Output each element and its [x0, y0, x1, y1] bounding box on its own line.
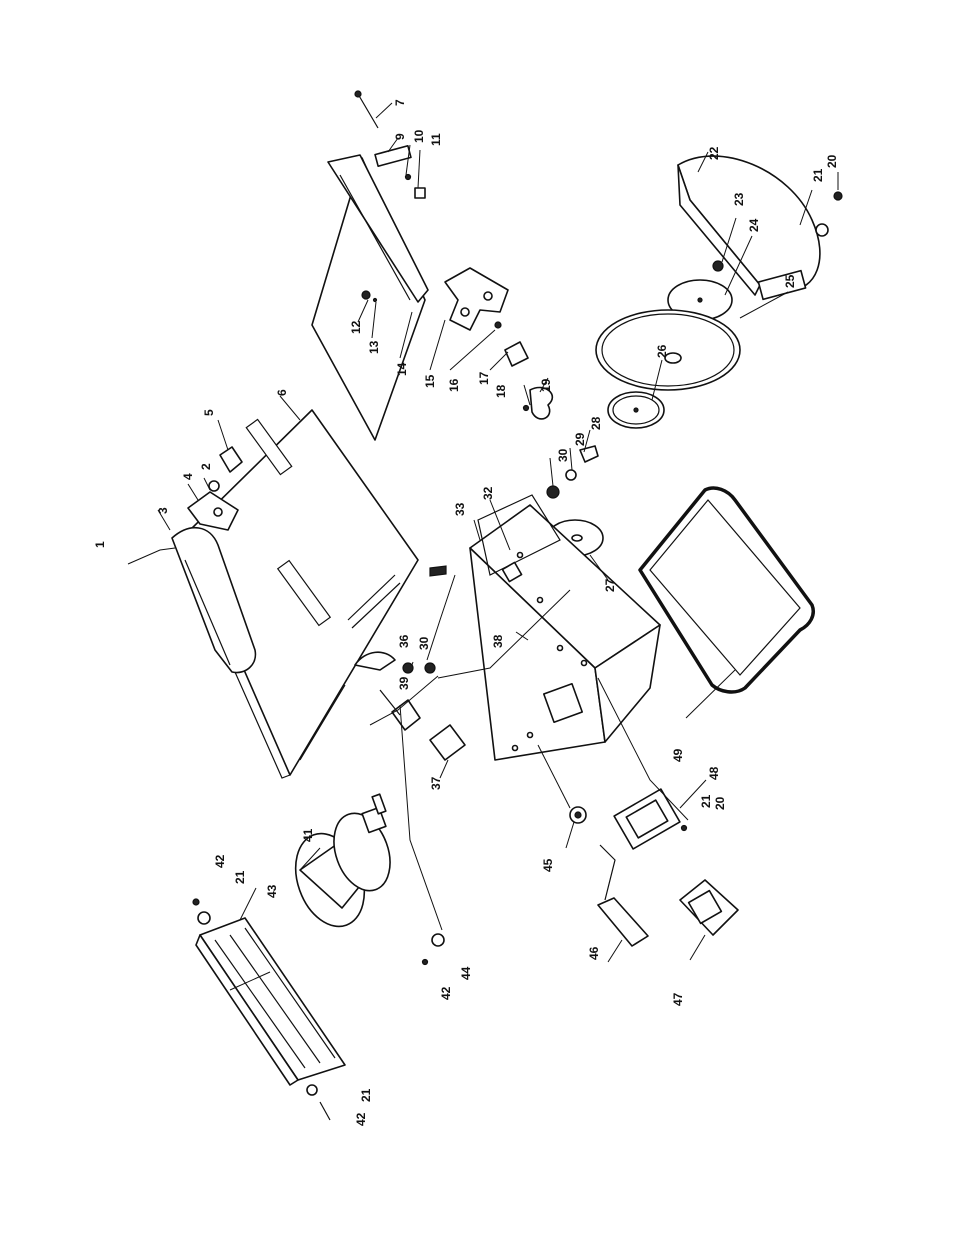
- label-part-39: 39: [397, 676, 411, 690]
- part-power-cord: [598, 898, 648, 946]
- label-part-2: 2: [199, 463, 213, 470]
- part-tilt-bracket: [445, 268, 508, 330]
- label-part-16: 16: [447, 378, 461, 392]
- label-part-36: 36: [397, 634, 411, 648]
- part-clamp: [430, 725, 465, 760]
- label-part-48: 48: [707, 766, 721, 780]
- label-part-1: 1: [93, 541, 107, 548]
- label-part-21-guard: 21: [811, 168, 825, 182]
- label-part-29: 29: [573, 432, 587, 446]
- label-part-12: 12: [349, 320, 363, 334]
- label-part-37: 37: [429, 776, 443, 790]
- label-part-14: 14: [395, 362, 409, 376]
- part-plate: [375, 146, 411, 166]
- label-part-3: 3: [156, 507, 170, 514]
- label-part-19: 19: [539, 378, 553, 392]
- label-part-41: 41: [301, 828, 315, 842]
- label-part-20-guard: 20: [825, 154, 839, 168]
- label-part-17: 17: [477, 371, 491, 385]
- part-handle: [505, 342, 528, 366]
- label-part-15: 15: [423, 374, 437, 388]
- label-part-49: 49: [671, 748, 685, 762]
- label-part-9: 9: [393, 133, 407, 140]
- part-screw: [415, 188, 425, 198]
- label-part-18: 18: [494, 384, 508, 398]
- label-part-42-top: 42: [213, 854, 227, 868]
- part-dust-tray: [640, 488, 813, 692]
- label-part-47: 47: [671, 992, 685, 1006]
- label-part-30-tilt: 30: [417, 636, 431, 650]
- label-part-4: 4: [181, 473, 195, 480]
- label-part-33: 33: [453, 502, 467, 516]
- label-part-26: 26: [655, 344, 669, 358]
- label-part-21-cover: 21: [233, 870, 247, 884]
- label-part-45: 45: [541, 858, 555, 872]
- label-part-23: 23: [732, 192, 746, 206]
- label-part-42-foot: 42: [439, 986, 453, 1000]
- part-switch: [680, 880, 738, 935]
- label-part-32: 32: [481, 486, 495, 500]
- part-bottom-cover: [196, 918, 345, 1085]
- label-part-21-switch: 21: [699, 794, 713, 808]
- label-part-24: 24: [747, 218, 761, 232]
- label-part-44: 44: [459, 966, 473, 980]
- label-part-28: 28: [589, 416, 603, 430]
- label-part-5: 5: [202, 409, 216, 416]
- label-part-27: 27: [603, 578, 617, 592]
- label-part-46: 46: [587, 946, 601, 960]
- label-part-7: 7: [393, 99, 407, 106]
- part-pin: [358, 94, 378, 128]
- label-part-25: 25: [783, 274, 797, 288]
- label-part-42-bottom: 42: [354, 1112, 368, 1126]
- label-part-20-switch: 20: [713, 796, 727, 810]
- label-part-6: 6: [275, 389, 289, 396]
- label-part-11: 11: [429, 133, 443, 146]
- part-motor: [284, 794, 401, 936]
- label-part-38: 38: [491, 634, 505, 648]
- part-belt-platen: [312, 155, 428, 440]
- label-part-21-bottom: 21: [359, 1088, 373, 1102]
- label-part-22: 22: [707, 146, 721, 160]
- label-part-30-disc: 30: [556, 448, 570, 462]
- label-part-10: 10: [412, 129, 426, 143]
- label-part-13: 13: [367, 340, 381, 354]
- label-part-43: 43: [265, 884, 279, 898]
